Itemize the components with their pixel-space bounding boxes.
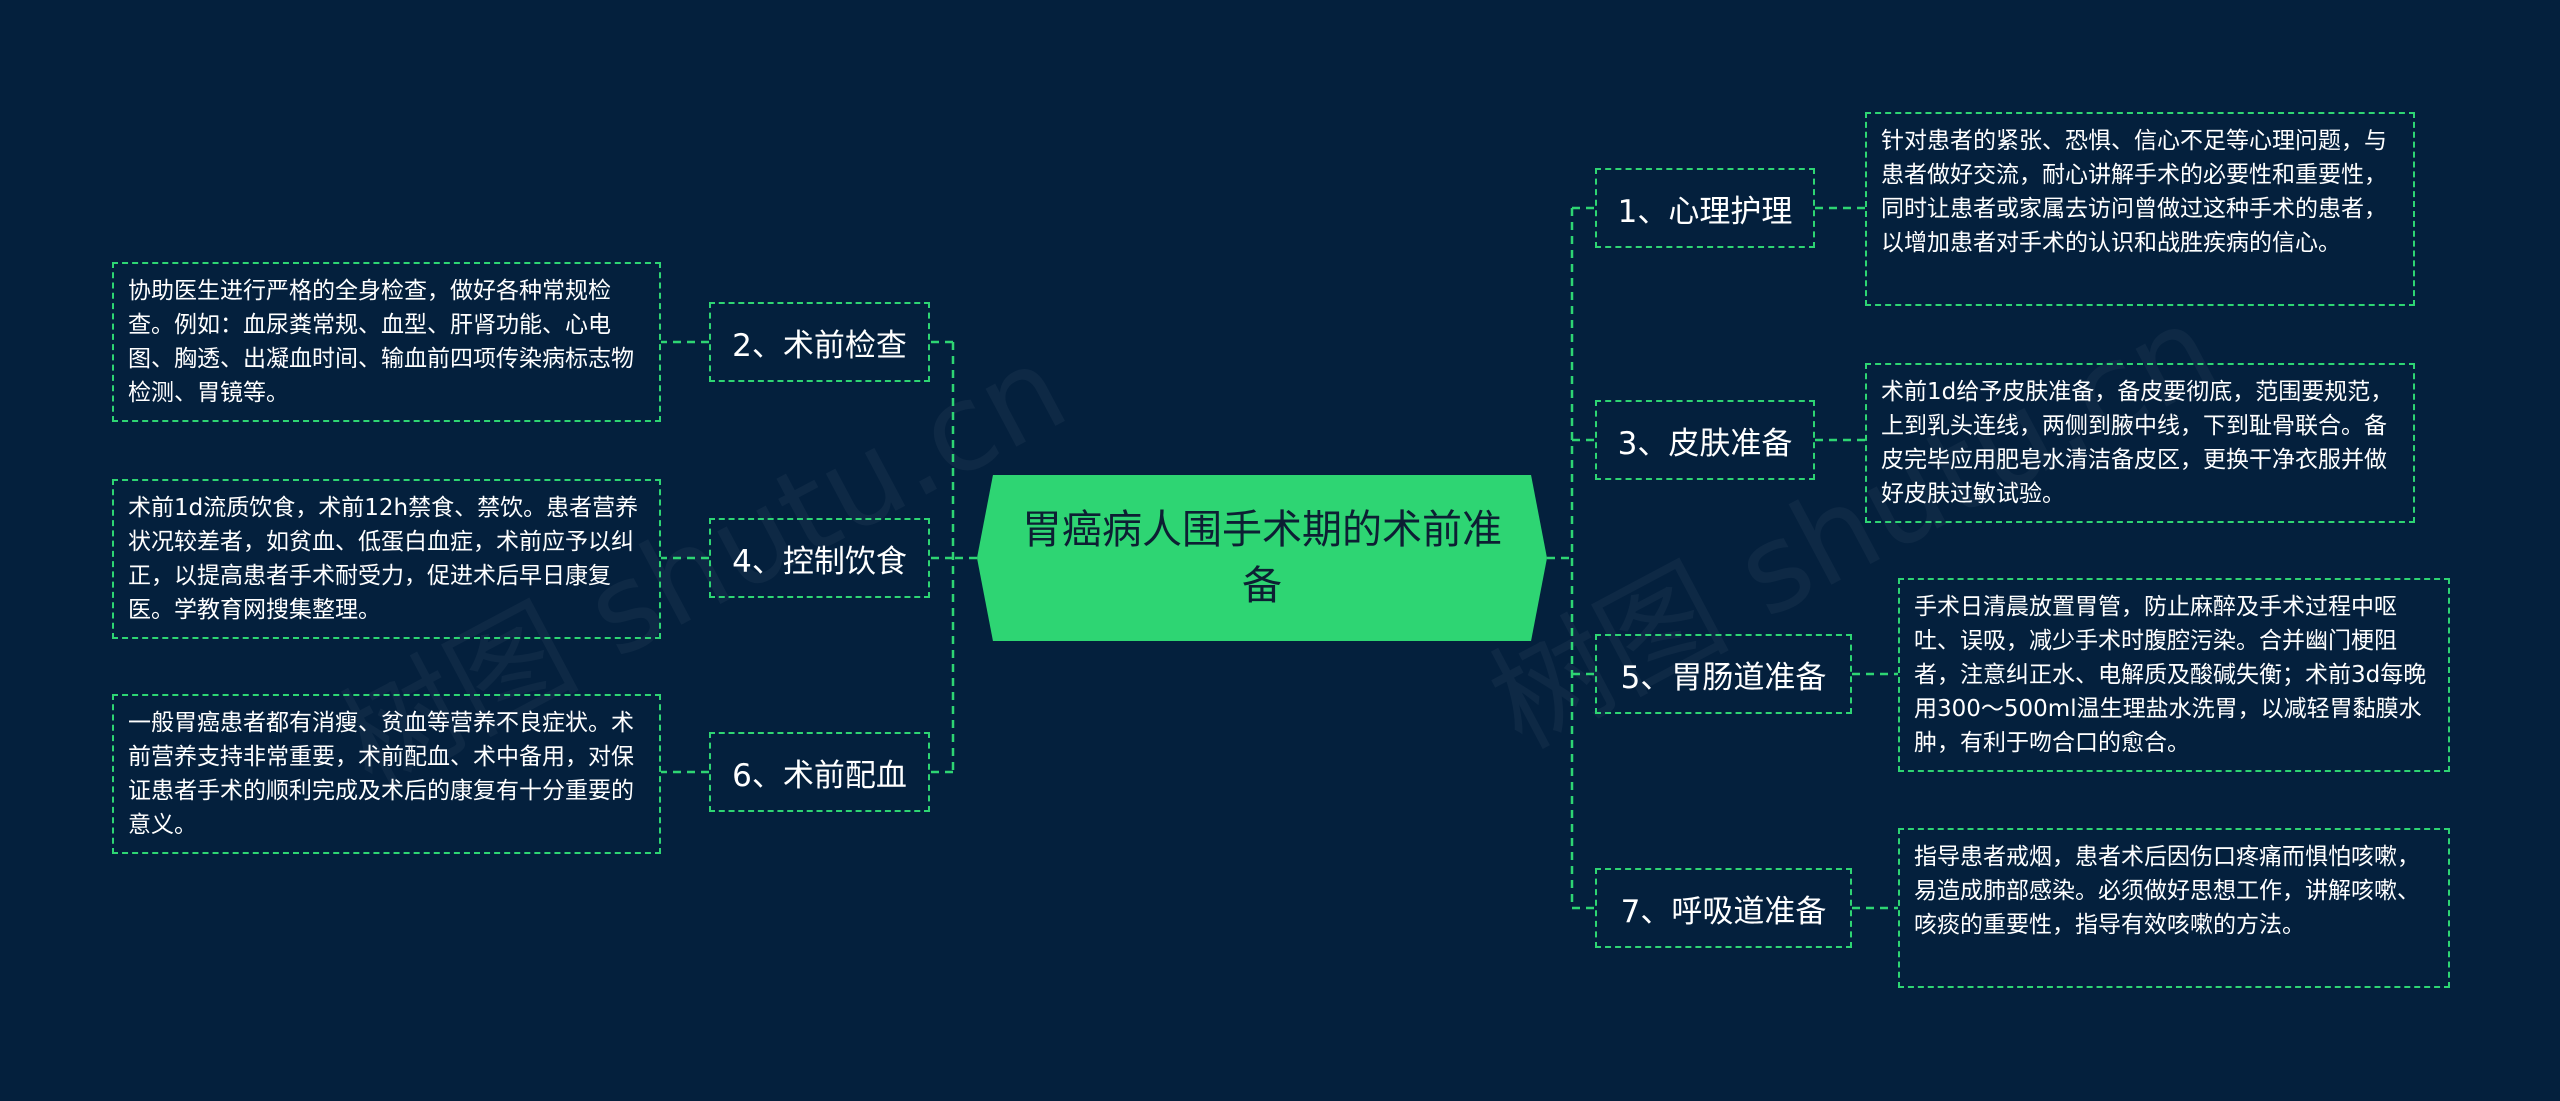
central-topic[interactable]: 胃癌病人围手术期的术前准备 <box>977 475 1547 641</box>
leaf-text: 协助医生进行严格的全身检查，做好各种常规检查。例如：血尿粪常规、血型、肝肾功能、… <box>128 278 634 406</box>
leaf-text: 一般胃癌患者都有消瘦、贫血等营养不良症状。术前营养支持非常重要，术前配血、术中备… <box>128 710 634 838</box>
leaf-text: 指导患者戒烟，患者术后因伤口疼痛而惧怕咳嗽，易造成肺部感染。必须做好思想工作，讲… <box>1914 844 2420 938</box>
leaf-gastrointestinal-preparation: 手术日清晨放置胃管，防止麻醉及手术过程中呕吐、误吸，减少手术时腹腔污染。合并幽门… <box>1898 578 2450 772</box>
leaf-diet-control: 术前1d流质饮食，术前12h禁食、禁饮。患者营养状况较差者，如贫血、低蛋白血症，… <box>112 479 661 639</box>
branch-blood-matching[interactable]: 6、术前配血 <box>709 732 930 812</box>
branch-label: 4、控制饮食 <box>732 543 907 580</box>
leaf-text: 针对患者的紧张、恐惧、信心不足等心理问题，与患者做好交流，耐心讲解手术的必要性和… <box>1881 128 2387 256</box>
branch-label: 5、胃肠道准备 <box>1620 659 1827 696</box>
central-topic-label: 胃癌病人围手术期的术前准备 <box>1022 507 1502 609</box>
branch-label: 3、皮肤准备 <box>1617 425 1793 462</box>
branch-diet-control[interactable]: 4、控制饮食 <box>709 518 930 598</box>
branch-gastrointestinal-preparation[interactable]: 5、胃肠道准备 <box>1595 634 1852 714</box>
branch-skin-preparation[interactable]: 3、皮肤准备 <box>1595 400 1815 480</box>
leaf-text: 手术日清晨放置胃管，防止麻醉及手术过程中呕吐、误吸，减少手术时腹腔污染。合并幽门… <box>1914 594 2427 756</box>
leaf-text: 术前1d流质饮食，术前12h禁食、禁饮。患者营养状况较差者，如贫血、低蛋白血症，… <box>128 495 639 623</box>
leaf-psychological-care: 针对患者的紧张、恐惧、信心不足等心理问题，与患者做好交流，耐心讲解手术的必要性和… <box>1865 112 2415 306</box>
branch-psychological-care[interactable]: 1、心理护理 <box>1595 168 1815 248</box>
branch-respiratory-preparation[interactable]: 7、呼吸道准备 <box>1595 868 1852 948</box>
leaf-blood-matching: 一般胃癌患者都有消瘦、贫血等营养不良症状。术前营养支持非常重要，术前配血、术中备… <box>112 694 661 854</box>
branch-label: 2、术前检查 <box>732 327 907 364</box>
leaf-preoperative-examination: 协助医生进行严格的全身检查，做好各种常规检查。例如：血尿粪常规、血型、肝肾功能、… <box>112 262 661 422</box>
leaf-skin-preparation: 术前1d给予皮肤准备，备皮要彻底，范围要规范，上到乳头连线，两侧到腋中线，下到耻… <box>1865 363 2415 523</box>
branch-label: 7、呼吸道准备 <box>1620 893 1827 930</box>
branch-label: 6、术前配血 <box>732 757 907 794</box>
branch-label: 1、心理护理 <box>1617 193 1793 230</box>
leaf-text: 术前1d给予皮肤准备，备皮要彻底，范围要规范，上到乳头连线，两侧到腋中线，下到耻… <box>1881 379 2394 507</box>
branch-preoperative-examination[interactable]: 2、术前检查 <box>709 302 930 382</box>
leaf-respiratory-preparation: 指导患者戒烟，患者术后因伤口疼痛而惧怕咳嗽，易造成肺部感染。必须做好思想工作，讲… <box>1898 828 2450 988</box>
